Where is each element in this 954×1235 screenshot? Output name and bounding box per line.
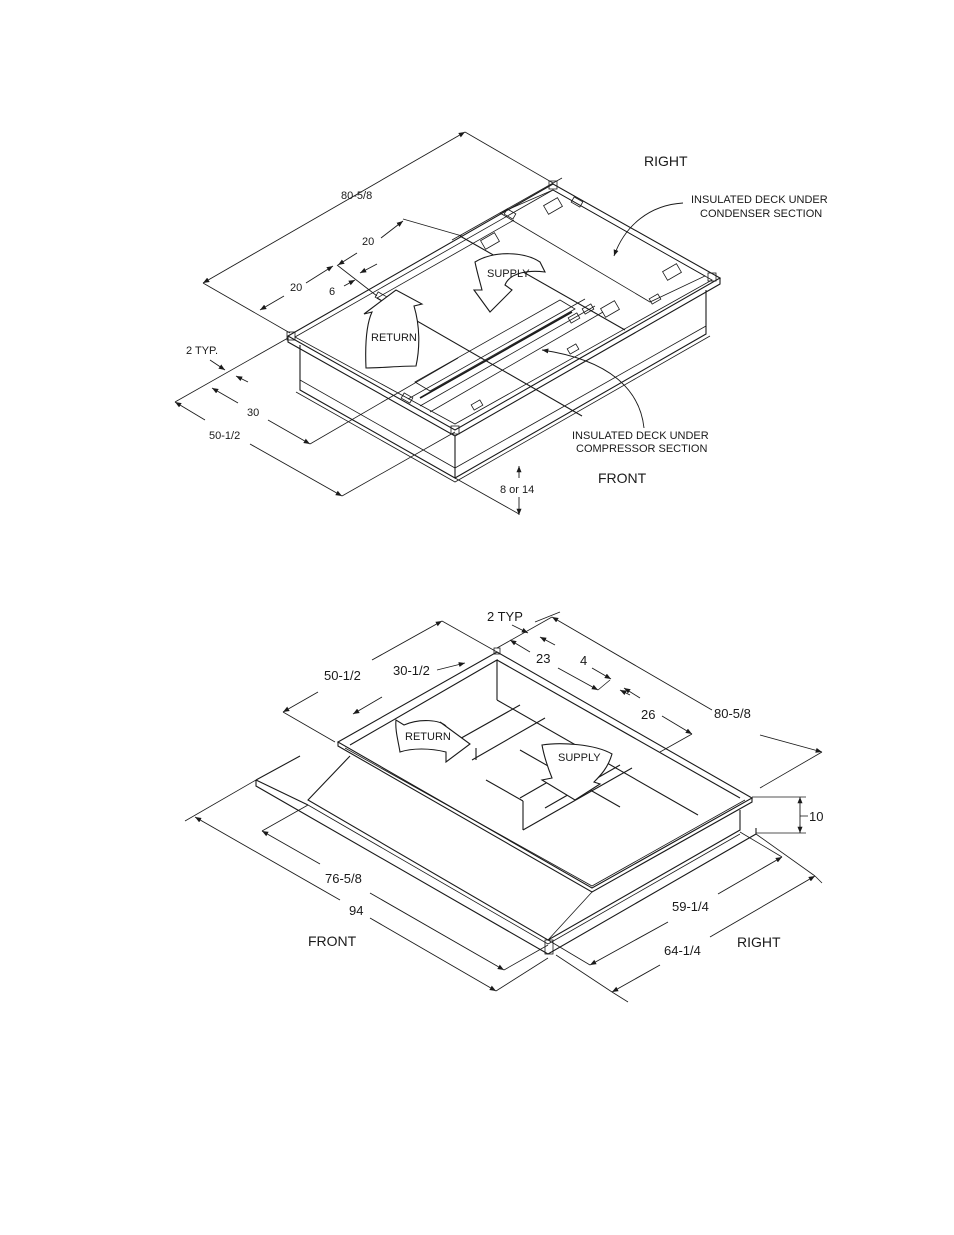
supply-arrow-1: SUPPLY xyxy=(472,253,546,313)
dimensions-1: 80-5/8 20 6 20 2 TYP. 30 xyxy=(174,131,554,515)
supply-arrow-2: SUPPLY xyxy=(540,743,613,801)
compressor-text-1: INSULATED DECK UNDER xyxy=(572,430,709,442)
compressor-leader xyxy=(541,348,645,429)
condenser-text-1: INSULATED DECK UNDER xyxy=(691,194,828,206)
supply-label-1: SUPPLY xyxy=(487,268,530,280)
curb-1-frame xyxy=(286,177,722,483)
front-label-2: FRONT xyxy=(308,933,357,949)
return-label-2: RETURN xyxy=(405,731,451,743)
dim-20-left: 20 xyxy=(290,282,302,294)
right-label-1: RIGHT xyxy=(644,153,688,169)
dim-20-top: 20 xyxy=(362,236,374,248)
dim-30-1-2: 30-1/2 xyxy=(393,663,430,678)
dim-26: 26 xyxy=(641,707,655,722)
dim-30-1: 30 xyxy=(247,407,259,419)
right-label-2: RIGHT xyxy=(737,934,781,950)
dim-76-5-8: 76-5/8 xyxy=(325,871,362,886)
dim-8-or-14: 8 or 14 xyxy=(500,484,534,496)
dim-10: 10 xyxy=(809,809,823,824)
diagram-1-roof-curb: SUPPLY RETURN 80-5/8 20 6 xyxy=(174,131,828,515)
return-arrow-1: RETURN xyxy=(363,289,424,369)
condenser-text-2: CONDENSER SECTION xyxy=(700,208,822,220)
dim-50-1-2-b: 50-1/2 xyxy=(324,668,361,683)
diagram-2-roof-curb: RETURN SUPPLY 2 TYP 23 4 2 xyxy=(184,609,823,1003)
dim-94: 94 xyxy=(349,903,363,918)
dimensions-2: 2 TYP 23 4 26 80-5/8 50 xyxy=(184,609,823,1003)
dim-2-typ-1: 2 TYP. xyxy=(186,345,218,357)
condenser-leader xyxy=(613,202,684,257)
dim-23: 23 xyxy=(536,651,550,666)
dim-80-5-8-b: 80-5/8 xyxy=(714,706,751,721)
compressor-text-2: COMPRESSOR SECTION xyxy=(576,443,707,455)
return-arrow-2: RETURN xyxy=(395,719,471,764)
dim-50-1-2-a: 50-1/2 xyxy=(209,430,240,442)
dim-80-5-8-a: 80-5/8 xyxy=(341,190,372,202)
return-label-1: RETURN xyxy=(371,332,417,344)
supply-label-2: SUPPLY xyxy=(558,752,601,764)
front-label-1: FRONT xyxy=(598,470,647,486)
dim-6: 6 xyxy=(329,286,335,298)
dim-64-1-4: 64-1/4 xyxy=(664,943,701,958)
dim-59-1-4: 59-1/4 xyxy=(672,899,709,914)
dim-2-typ-2: 2 TYP xyxy=(487,609,523,624)
dim-4: 4 xyxy=(580,653,587,668)
